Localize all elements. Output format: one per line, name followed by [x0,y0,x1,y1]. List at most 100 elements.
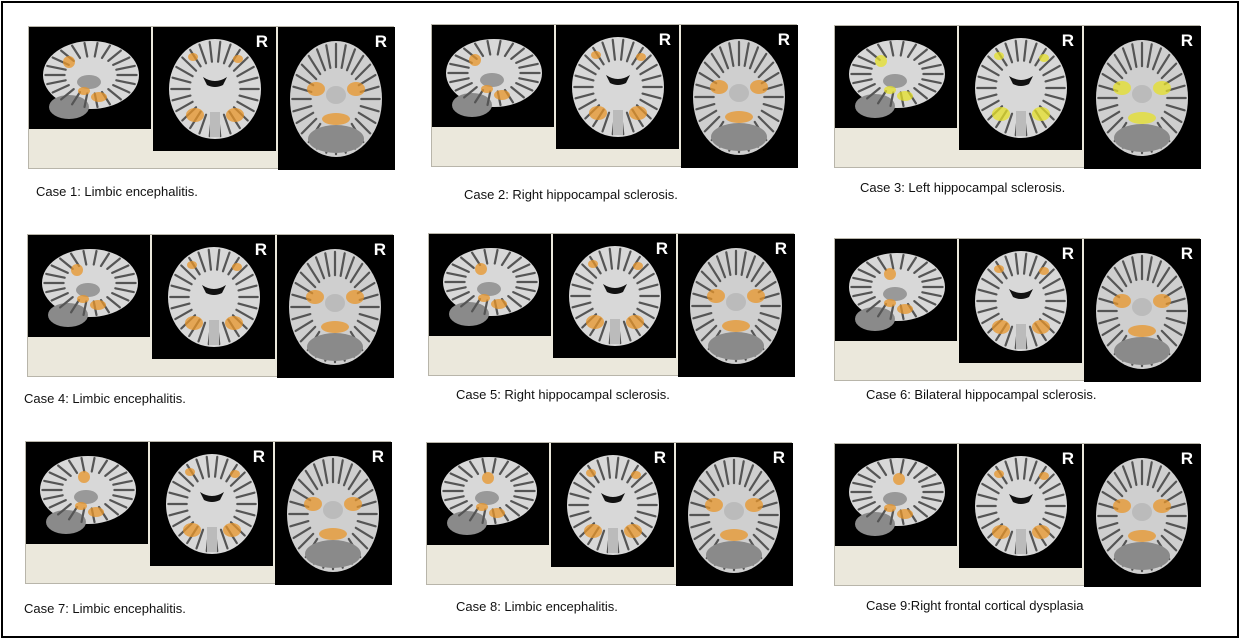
activation-blob [233,55,243,63]
activation-blob [482,472,494,484]
activation-blob [1039,472,1049,480]
orientation-label: R [1180,244,1193,263]
ventricle [475,491,499,505]
brainstem [1016,111,1026,136]
activation-blob [481,85,493,93]
activation-blob [1153,81,1171,95]
orientation-label: R [254,240,267,259]
activation-blob [183,523,201,537]
activation-blob [884,299,896,307]
midbrain [1132,298,1152,316]
ventricle [202,285,226,295]
activation-blob [725,111,753,123]
activation-blob [1113,81,1131,95]
axial-slice: R [278,27,395,170]
activation-blob [1113,294,1131,308]
brain-outline [849,40,945,108]
activation-blob [77,295,89,303]
activation-blob [304,497,322,511]
activation-blob [78,471,90,483]
brainstem [1016,324,1026,349]
coronal-slice: R [152,235,275,359]
cerebellum [308,125,364,153]
case-caption: Case 3: Left hippocampal sclerosis. [860,180,1066,195]
activation-blob [884,86,896,94]
activation-blob [633,262,643,270]
coronal-slice: R [959,444,1082,568]
activation-blob [994,470,1004,478]
orientation-label: R [1061,449,1074,468]
brainstem [1016,529,1026,554]
sagittal-slice [835,444,957,546]
orientation-label: R [777,30,790,49]
activation-blob [186,108,204,122]
activation-blob [1153,499,1171,513]
cerebellum [48,303,88,327]
cerebellum [708,332,764,360]
brainstem [210,112,220,137]
sagittal-slice [432,25,554,127]
sagittal-slice [835,239,957,341]
cerebellum [447,511,487,535]
activation-blob [994,52,1004,60]
activation-blob [78,87,90,95]
coronal-slice: R [153,27,276,151]
activation-blob [225,316,243,330]
midbrain [326,86,346,104]
activation-blob [897,91,913,101]
activation-blob [226,108,244,122]
orientation-label: R [655,239,668,258]
activation-blob [586,469,596,477]
coronal-slice: R [556,25,679,149]
cerebellum [1114,124,1170,152]
orientation-label: R [374,32,387,51]
cerebellum [855,307,895,331]
brain-outline [40,456,136,524]
cerebellum [706,541,762,569]
activation-blob [344,497,362,511]
activation-blob [707,289,725,303]
activation-blob [188,53,198,61]
brain-outline [849,458,945,526]
sagittal-slice [835,26,957,128]
midbrain [726,293,746,311]
activation-blob [71,264,83,276]
ventricle [606,75,630,85]
orientation-label: R [373,240,386,259]
activation-blob [710,80,728,94]
case-caption: Case 4: Limbic encephalitis. [24,391,186,406]
activation-blob [1128,325,1156,337]
cerebellum [855,94,895,118]
activation-blob [1032,107,1050,121]
activation-blob [1128,112,1156,124]
activation-blob [631,471,641,479]
sagittal-slice [26,442,148,544]
midbrain [323,501,343,519]
axial-slice: R [676,443,793,586]
ventricle [477,282,501,296]
orientation-label: R [252,447,265,466]
activation-blob [230,470,240,478]
coronal-slice: R [959,239,1082,363]
orientation-label: R [1180,31,1193,50]
case-caption: Case 2: Right hippocampal sclerosis. [464,187,678,202]
axial-slice: R [277,235,394,378]
sagittal-slice [28,235,150,337]
activation-blob [591,51,601,59]
ventricle [200,492,224,502]
orientation-label: R [255,32,268,51]
activation-blob [75,502,87,510]
axial-slice: R [1084,444,1201,587]
activation-blob [897,304,913,314]
ventricle [1009,494,1033,504]
orientation-label: R [371,447,384,466]
activation-blob [187,261,197,269]
ventricle [1009,289,1033,299]
cerebellum [711,123,767,151]
cerebellum [452,93,492,117]
activation-blob [884,504,896,512]
orientation-label: R [1061,244,1074,263]
activation-blob [90,300,106,310]
ventricle [74,490,98,504]
